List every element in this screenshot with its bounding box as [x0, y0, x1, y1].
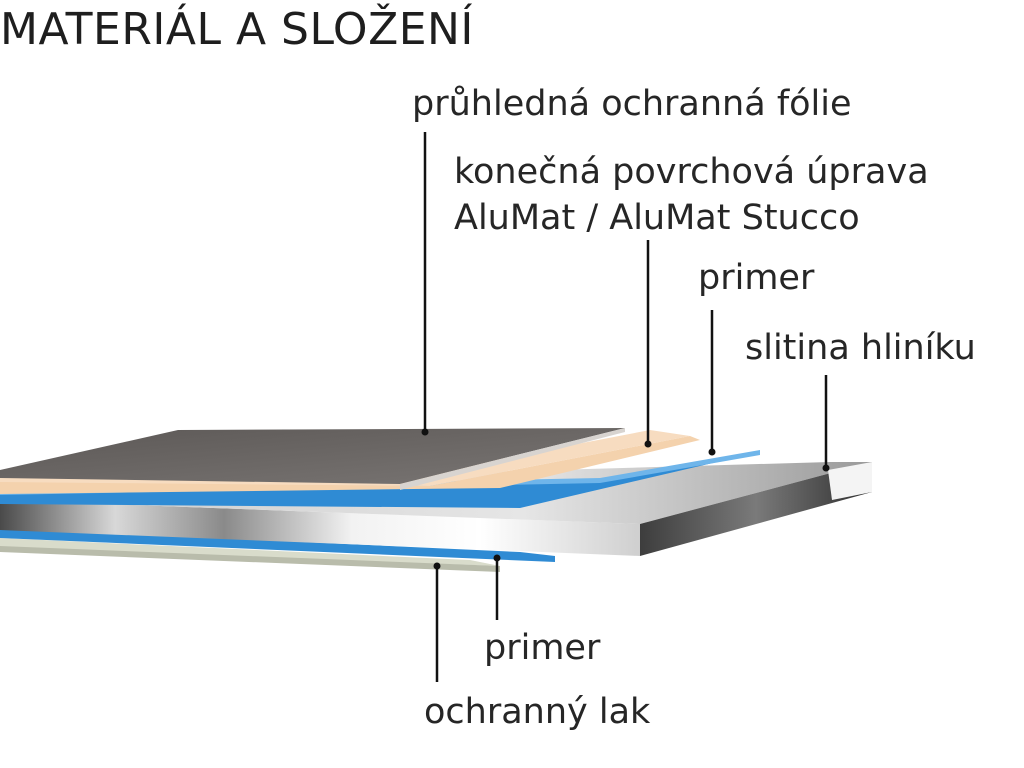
aluminium-side-highlight	[828, 462, 872, 500]
leader-dot-protective-film	[421, 428, 429, 436]
lacquer-layer-shape	[0, 538, 500, 566]
leader-dot-primer-bottom	[493, 554, 501, 562]
film-layer-top-face	[0, 428, 625, 484]
aluminium-side-face	[640, 462, 872, 556]
label-primer-top: primer	[698, 258, 815, 298]
leader-dot-top-finish	[644, 440, 652, 448]
label-top-finish-line2: AluMat / AluMat Stucco	[454, 198, 860, 238]
finish-layer-top	[0, 430, 690, 486]
leader-dot-protective-lacquer	[433, 562, 441, 570]
page-title: MATERIÁL A SLOŽENÍ	[0, 4, 474, 55]
label-top-finish-line1: konečná povrchová úprava	[454, 152, 929, 192]
film-layer-edge	[400, 428, 625, 490]
aluminium-front-face	[0, 500, 640, 556]
label-aluminium: slitina hliníku	[745, 328, 976, 368]
label-primer-bottom: primer	[484, 628, 601, 668]
leader-dot-aluminium	[822, 464, 830, 472]
lacquer-layer-edge	[0, 546, 500, 572]
primer-bottom-layer-shape	[0, 528, 555, 562]
label-protective-film: průhledná ochranná fólie	[412, 84, 852, 124]
label-protective-lacquer: ochranný lak	[424, 692, 651, 732]
primer-top-layer-shape	[0, 452, 760, 508]
leader-dot-primer-top	[708, 448, 716, 456]
finish-layer-shape	[0, 436, 700, 494]
